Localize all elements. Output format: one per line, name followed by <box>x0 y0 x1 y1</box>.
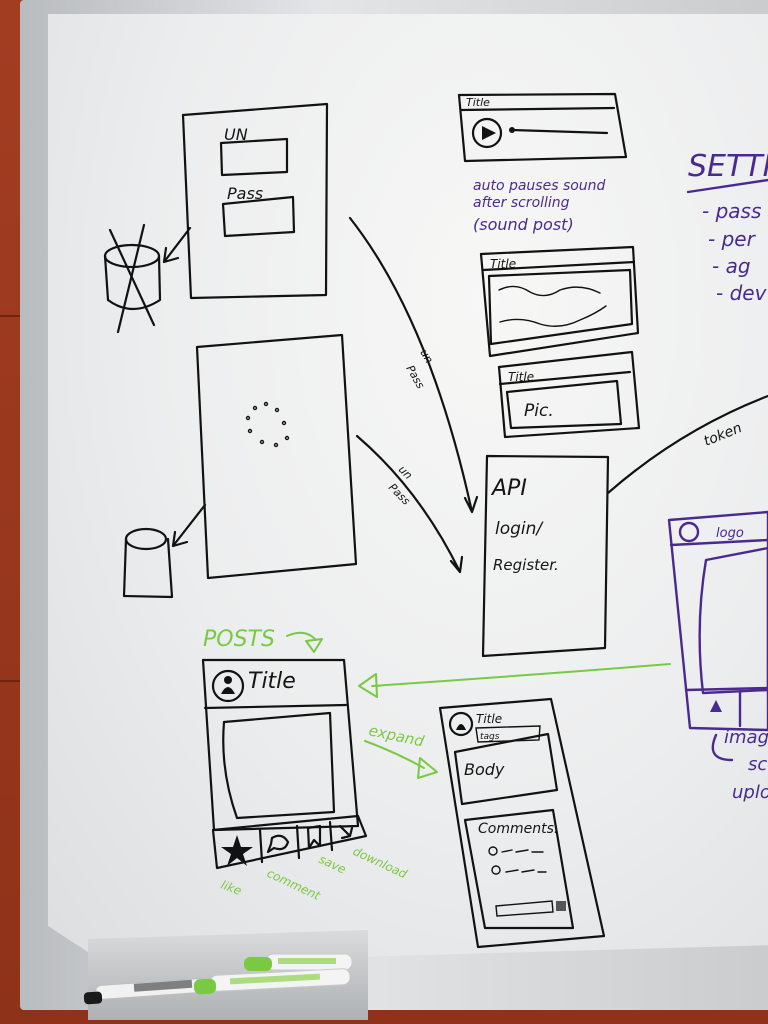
svg-text:- per: - per <box>708 227 757 251</box>
green-marker-top <box>244 953 353 971</box>
avatar-icon <box>448 711 474 737</box>
star-icon <box>221 835 253 866</box>
svg-text:Body: Body <box>464 760 505 779</box>
svg-text:after scrolling: after scrolling <box>473 195 570 211</box>
username-field-sketch <box>219 137 289 177</box>
svg-text:Title: Title <box>466 96 490 109</box>
loading-spinner-dots <box>245 401 290 448</box>
svg-text:Register.: Register. <box>493 556 559 574</box>
password-label: Pass <box>227 184 263 203</box>
svg-text:- dev: - dev <box>716 281 768 305</box>
arrow-logo-to-posts <box>358 663 671 698</box>
play-triangle-icon <box>482 126 496 140</box>
crossed-database-sketch <box>103 223 192 334</box>
expanded-post-sketch: Title tags Body Comments. <box>438 697 606 949</box>
svg-text:Pic.: Pic. <box>524 401 554 421</box>
svg-text:Comments.: Comments. <box>478 821 558 837</box>
svg-text:save: save <box>317 852 348 877</box>
svg-text:login/: login/ <box>495 519 544 539</box>
svg-text:Title: Title <box>248 669 296 694</box>
arrow-api-token: token <box>606 394 768 495</box>
arrow-loading-to-api: un Pass <box>355 434 464 574</box>
svg-text:API: API <box>490 476 527 501</box>
bookmark-icon <box>306 824 322 850</box>
arrow-login-to-api: un Pass <box>348 216 479 514</box>
black-marker <box>83 977 207 1005</box>
svg-text:- ag: - ag <box>712 254 751 278</box>
svg-text:sc: sc <box>748 754 767 775</box>
logo-screen-sketch: logo imag sc uplo <box>667 510 768 803</box>
svg-text:Pass: Pass <box>386 481 413 508</box>
username-label: UN <box>224 125 248 144</box>
avatar-icon <box>211 669 245 703</box>
svg-text:Title: Title <box>476 712 502 726</box>
text-post-sketch: Title <box>479 245 640 358</box>
loading-screen-sketch <box>195 333 358 580</box>
database-sketch <box>122 503 207 599</box>
api-box-sketch: API login/ Register. <box>481 454 610 658</box>
settings-list-sketch: SETTIN - pass - per - ag - dev <box>686 149 768 305</box>
expand-arrow: expand <box>364 721 438 779</box>
avatar-icon <box>678 521 700 543</box>
post-image-sketch <box>222 711 336 820</box>
pic-post-sketch: Title Pic. <box>497 350 641 439</box>
svg-text:POSTS: POSTS <box>203 627 275 652</box>
svg-text:- pass: - pass <box>702 199 761 223</box>
home-icon <box>710 700 722 712</box>
play-icon <box>471 117 503 149</box>
svg-text:Title: Title <box>508 370 534 384</box>
comment-input-sketch <box>495 900 554 917</box>
login-screen-sketch: UN Pass <box>181 102 329 300</box>
sound-post-sketch: Title auto pauses sound after scrolling … <box>457 92 628 234</box>
download-icon <box>338 824 354 840</box>
svg-text:tags: tags <box>480 732 500 742</box>
svg-text:logo: logo <box>716 526 744 541</box>
svg-text:un: un <box>417 347 435 366</box>
password-field-sketch <box>221 195 296 238</box>
svg-text:Title: Title <box>490 257 516 271</box>
comment-icon <box>266 834 290 854</box>
posts-section-sketch: POSTS Title like comment save download <box>201 627 410 903</box>
svg-text:auto pauses sound: auto pauses sound <box>473 178 606 194</box>
svg-text:uplo: uplo <box>732 782 768 803</box>
comment-avatar-icon <box>491 865 501 875</box>
svg-text:comment: comment <box>265 866 324 903</box>
green-marker-bottom <box>193 968 351 995</box>
comment-avatar-icon <box>488 846 498 856</box>
svg-text:download: download <box>351 844 410 881</box>
svg-text:Pass: Pass <box>403 363 427 391</box>
svg-text:SETTIN: SETTIN <box>688 149 768 184</box>
send-icon <box>556 901 566 911</box>
svg-text:(sound post): (sound post) <box>473 215 574 234</box>
markers <box>83 953 353 1005</box>
svg-text:imag: imag <box>724 727 768 748</box>
svg-text:like: like <box>219 878 244 898</box>
